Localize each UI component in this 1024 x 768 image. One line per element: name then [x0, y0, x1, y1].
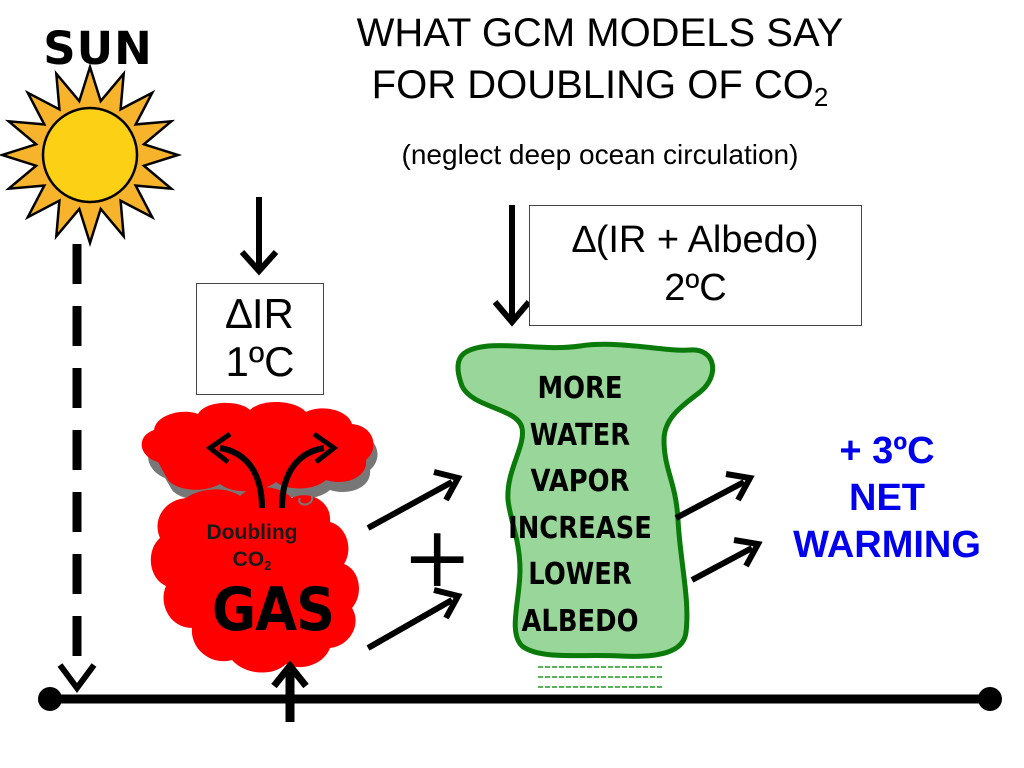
ir-box-line-1: ∆IR	[226, 290, 294, 337]
vapor-line: MORE	[537, 371, 623, 406]
vapor-line: INCREASE	[508, 510, 652, 546]
doubling-line-1: Doubling	[206, 521, 298, 544]
ground-line-end-left	[38, 687, 62, 711]
ground-line-end-right	[978, 687, 1002, 711]
grass-hatching	[538, 666, 664, 688]
ir-box: ∆IR 1ºC	[196, 283, 324, 395]
feedback-box-line-2: 2ºC	[664, 267, 727, 309]
subtitle: (neglect deep ocean circulation)	[401, 139, 799, 170]
doubling-co2-subscript: 2	[264, 558, 272, 573]
sun-icon	[0, 62, 183, 248]
arrow-vapor-to-result-upper	[674, 479, 746, 521]
net-warming-line-1: + 3ºC	[839, 430, 935, 472]
arrow-gas-to-vapor-upper	[366, 479, 454, 531]
gas-label: GAS	[211, 575, 335, 645]
vapor-line: WATER	[529, 417, 631, 453]
doubling-line-2: CO2	[182, 546, 322, 579]
net-warming-result: + 3ºC NET WARMING	[770, 428, 1004, 569]
vapor-line: ALBEDO	[521, 603, 639, 639]
sun-label: SUN	[43, 22, 153, 75]
plus-sign: +	[402, 508, 473, 606]
arrow-gas-to-vapor-lower	[366, 597, 454, 651]
water-vapor-shape	[455, 341, 716, 659]
title-co2-subscript: 2	[813, 82, 829, 112]
net-warming-line-2: NET	[849, 477, 925, 519]
feedback-box: ∆(IR + Albedo) 2ºC	[529, 205, 862, 326]
title-line-1: WHAT GCM MODELS SAY	[356, 11, 844, 55]
water-vapor-text: MORE WATER VAPOR INCREASE LOWER ALBEDO	[503, 366, 658, 645]
vapor-line: VAPOR	[530, 464, 630, 499]
doubling-co-text: CO	[232, 548, 265, 571]
net-warming-line-3: WARMING	[793, 524, 981, 566]
title-line-2: FOR DOUBLING OF CO2	[300, 62, 900, 120]
title-line-2-text: FOR DOUBLING OF CO	[371, 63, 814, 107]
feedback-box-line-1: ∆(IR + Albedo)	[572, 219, 819, 261]
ir-box-line-2: 1ºC	[225, 338, 295, 385]
arrow-vapor-to-result-lower	[690, 545, 754, 583]
vapor-line: LOWER	[528, 557, 632, 592]
sunlight-arrowhead	[57, 663, 97, 694]
doubling-co2-label: Doubling CO2	[182, 519, 322, 579]
gas-cloud	[141, 401, 378, 673]
